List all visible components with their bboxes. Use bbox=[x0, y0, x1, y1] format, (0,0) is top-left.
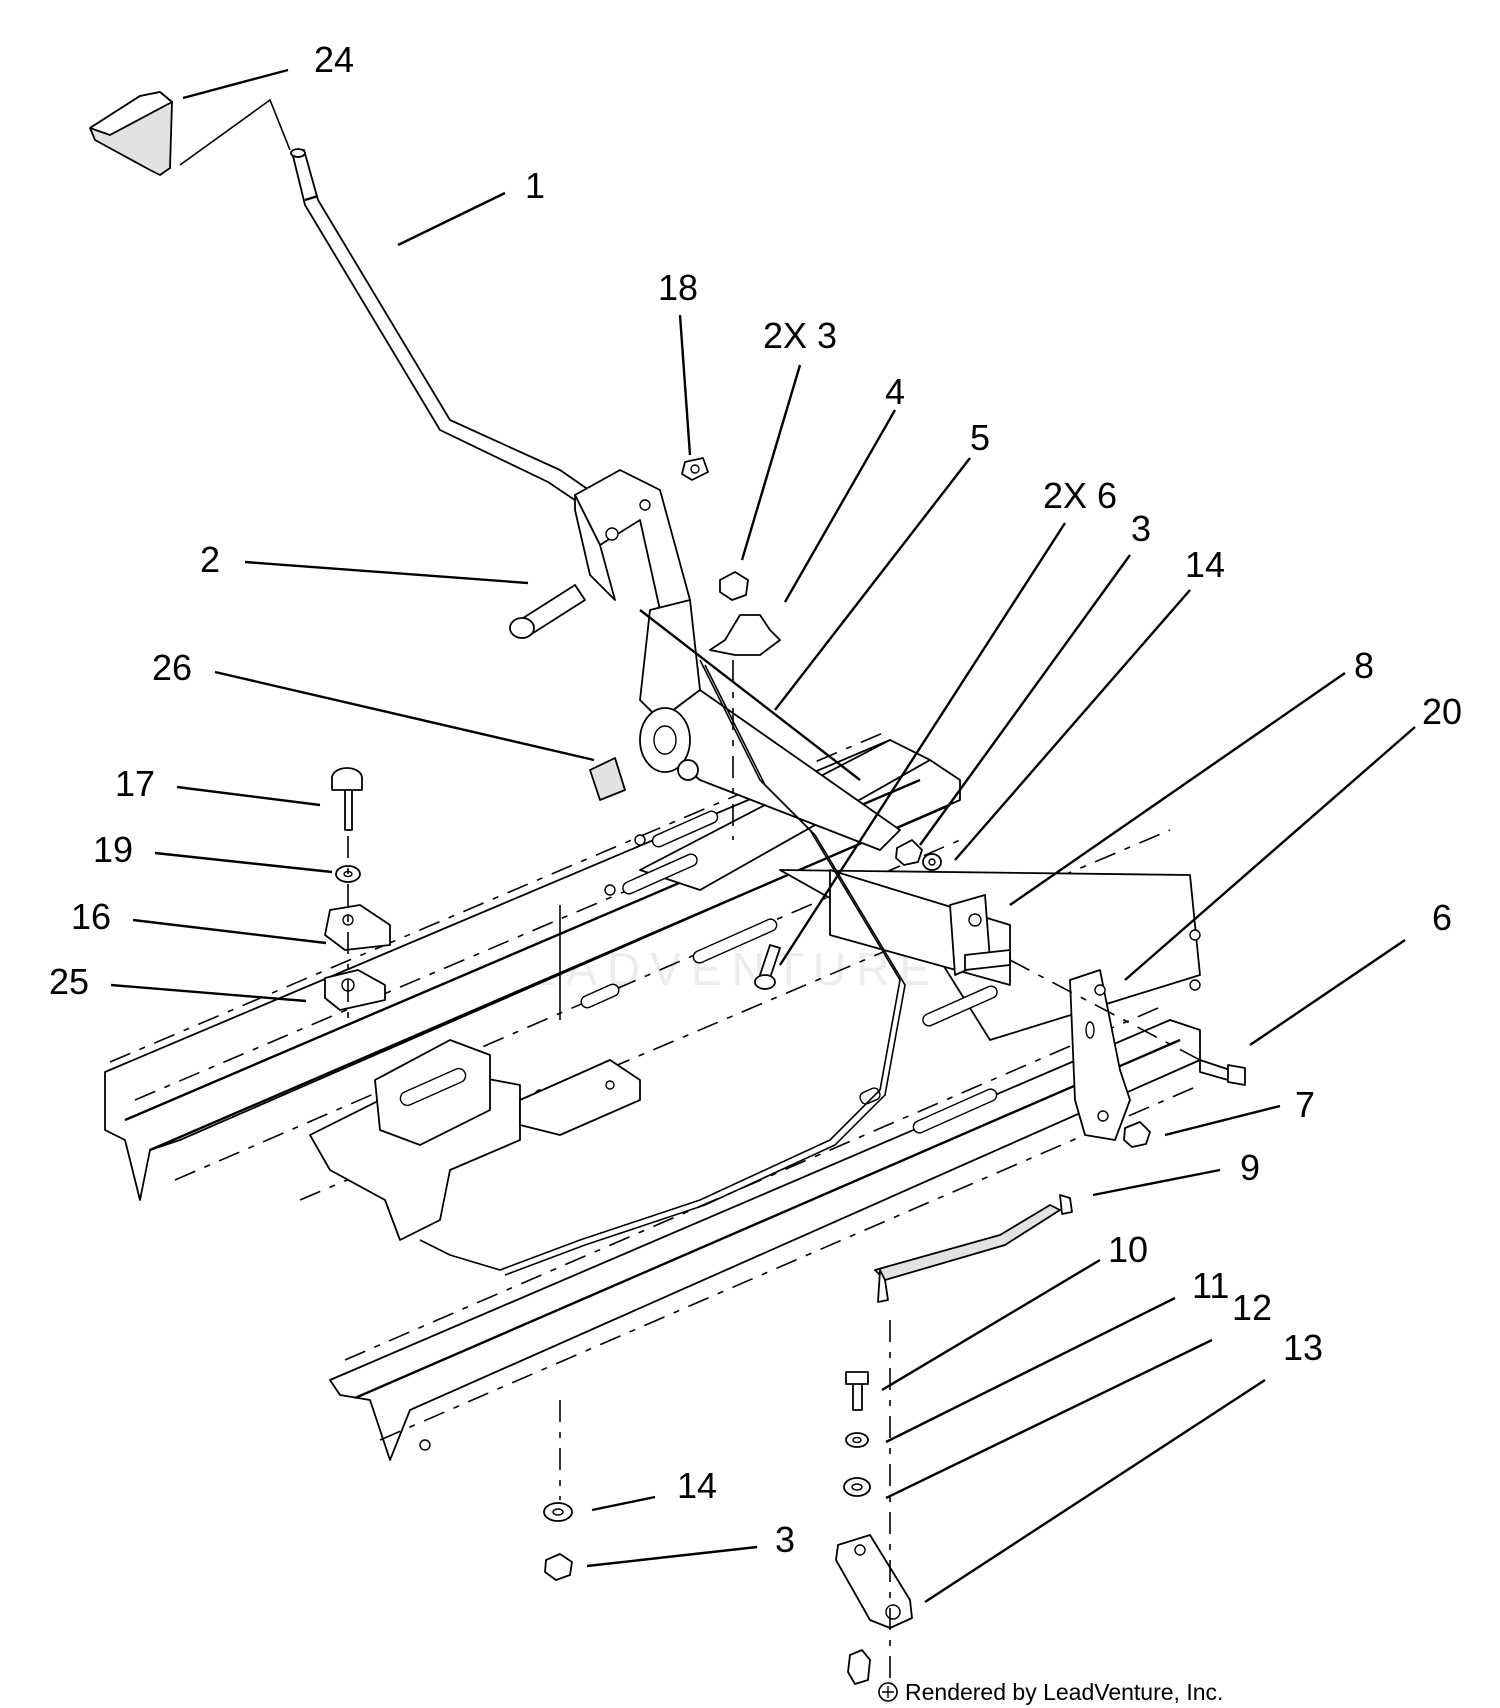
bolt-10 bbox=[845, 1371, 869, 1411]
nut-3-upper bbox=[719, 571, 749, 601]
nut-18 bbox=[681, 457, 709, 481]
plate-20 bbox=[1069, 969, 1131, 1141]
shift-knob bbox=[89, 91, 173, 176]
bracket-8 bbox=[949, 894, 1011, 976]
link-13 bbox=[835, 1534, 913, 1629]
link-rod-9 bbox=[874, 1194, 1073, 1303]
callout-25: 25 bbox=[49, 961, 89, 1002]
callout-9: 9 bbox=[1240, 1147, 1260, 1188]
credit-footer: Rendered by LeadVenture, Inc. bbox=[878, 1679, 1223, 1705]
bolt-6-right bbox=[1199, 1059, 1246, 1086]
callout-7: 7 bbox=[1295, 1084, 1315, 1125]
callout-3-upper: 3 bbox=[1131, 508, 1151, 549]
callout-11: 11 bbox=[1192, 1265, 1229, 1306]
washer-12 bbox=[843, 1477, 871, 1497]
bolt-2 bbox=[509, 584, 586, 639]
callout-10: 10 bbox=[1108, 1229, 1148, 1270]
clip-16 bbox=[324, 904, 391, 951]
rail-slots bbox=[419, 810, 1201, 1451]
assembly-lines bbox=[179, 98, 1201, 1680]
pivot-bushing-26 bbox=[589, 707, 699, 801]
callout-labels: 24 1 18 2X 3 4 5 2X 6 3 14 2 26 8 20 17 … bbox=[49, 39, 1462, 1560]
callout-5: 5 bbox=[970, 417, 990, 458]
callout-26: 26 bbox=[152, 647, 192, 688]
shift-lever bbox=[290, 148, 626, 526]
nut-7 bbox=[1123, 1121, 1151, 1148]
bolt-17 bbox=[331, 767, 363, 831]
callout-2: 2 bbox=[200, 539, 220, 580]
leader-lines bbox=[110, 68, 1416, 1604]
callout-20: 20 bbox=[1422, 691, 1462, 732]
washer-14-lower bbox=[543, 1502, 573, 1522]
callout-24: 24 bbox=[314, 39, 354, 80]
callout-16: 16 bbox=[71, 896, 111, 937]
callout-1: 1 bbox=[525, 165, 545, 206]
nut-3-lower bbox=[544, 1553, 573, 1581]
credit-text: Rendered by LeadVenture, Inc. bbox=[905, 1679, 1223, 1705]
clamp-4 bbox=[709, 614, 781, 656]
cable-5 bbox=[419, 659, 906, 1276]
callout-18: 18 bbox=[658, 267, 698, 308]
callout-12: 12 bbox=[1232, 1287, 1272, 1328]
callout-2x6: 2X 6 bbox=[1043, 475, 1117, 516]
lever-bracket bbox=[574, 469, 901, 851]
callout-19: 19 bbox=[93, 829, 133, 870]
nut-3-right bbox=[895, 839, 923, 866]
callout-2x3: 2X 3 bbox=[763, 315, 837, 356]
clip-25 bbox=[324, 969, 386, 1011]
callout-4: 4 bbox=[885, 371, 905, 412]
callout-6: 6 bbox=[1432, 897, 1452, 938]
washer-14-right bbox=[922, 853, 942, 871]
bolt-6-left bbox=[754, 944, 781, 990]
callout-3-lower: 3 bbox=[775, 1519, 795, 1560]
washer-11 bbox=[845, 1432, 869, 1448]
callout-17: 17 bbox=[115, 763, 155, 804]
callout-14-lower: 14 bbox=[677, 1465, 717, 1506]
pin-bottom bbox=[847, 1649, 871, 1685]
callout-13: 13 bbox=[1283, 1327, 1323, 1368]
callout-14-upper: 14 bbox=[1185, 544, 1225, 585]
callout-8: 8 bbox=[1354, 645, 1374, 686]
mounting-plate bbox=[309, 1039, 641, 1241]
